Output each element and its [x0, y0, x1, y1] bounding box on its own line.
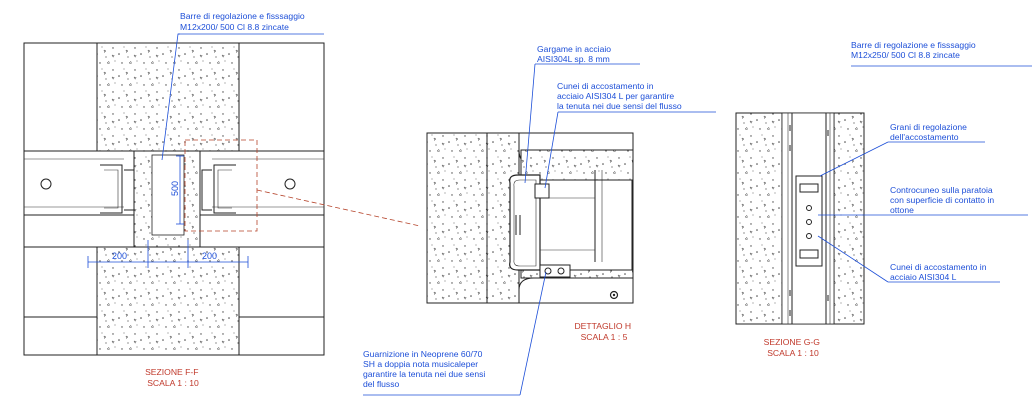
dimension-right: 200 — [202, 251, 217, 261]
detail-h: Gargame in acciaio AISI304L sp. 8 mm Cun… — [363, 44, 716, 396]
bottom-block-left — [23, 316, 98, 356]
note-ff-bars: Barre di regolazione e fisssaggio M12x20… — [180, 11, 307, 32]
section-gg: Barre di regolazione e fisssaggio M12x25… — [735, 40, 1032, 358]
title-section-ff: SEZIONE F-F SCALA 1 : 10 — [145, 367, 201, 388]
hole-left — [40, 178, 52, 190]
wedge-block — [534, 183, 550, 199]
note-cunei-h: Cunei di accostamento in acciaio AISI304… — [557, 81, 682, 111]
detail-h-callout — [184, 139, 258, 232]
gate-body — [539, 179, 633, 271]
concrete-gg-right — [833, 112, 865, 325]
title-detail-h: DETTAGLIO H SCALA 1 : 5 — [574, 321, 633, 342]
note-gargame: Gargame in acciaio AISI304L sp. 8 mm — [537, 44, 613, 64]
note-guarnizione: Guarnizione in Neoprene 60/70 SH a doppi… — [363, 349, 488, 389]
note-grani: Grani di regolazione dell'accostamento — [890, 122, 969, 142]
note-gg-bars: Barre di regolazione e fisssaggio M12x25… — [851, 40, 978, 60]
concrete-gg-left — [735, 112, 783, 325]
section-ff: 500 200 200 Barre di regolazione e fisss… — [23, 11, 421, 388]
hole-right — [284, 178, 296, 190]
title-section-gg: SEZIONE G-G SCALA 1 : 10 — [764, 337, 823, 358]
concrete-column-bottom — [96, 246, 240, 356]
concrete-column-top — [96, 42, 240, 152]
concrete-left — [426, 132, 488, 304]
bottom-block-right — [238, 316, 325, 356]
note-cunei-gg: Cunei di accostamento in acciaio AISI304… — [890, 262, 989, 282]
dimension-vertical: 500 — [170, 181, 180, 196]
dimension-left: 200 — [112, 251, 127, 261]
note-controcuneo: Controcuneo sulla paratoia con superfici… — [890, 185, 997, 215]
